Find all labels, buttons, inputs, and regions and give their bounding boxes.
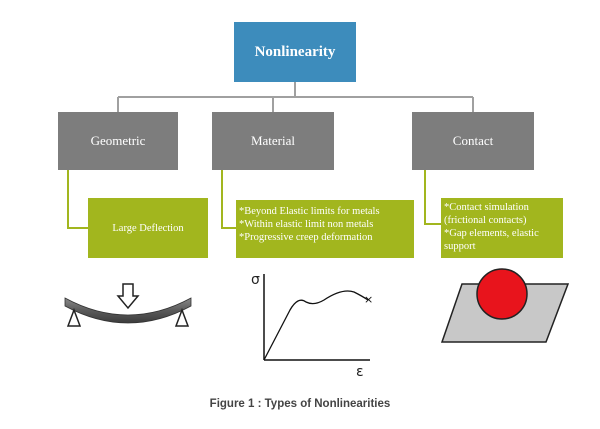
nonlinearity-label: Nonlinearity xyxy=(254,43,336,60)
deflected-beam xyxy=(64,297,192,324)
contact-detail-line-2: (frictional contacts) xyxy=(444,215,527,226)
contact-label: Contact xyxy=(452,133,494,148)
contact-detail-connector xyxy=(424,170,441,225)
contact-illustration xyxy=(440,268,570,343)
stress-strain-illustration: × xyxy=(263,274,373,361)
strain-axis-label: ε xyxy=(356,364,364,380)
material-detail-box: *Beyond Elastic limits for metals *Withi… xyxy=(236,200,414,258)
material-detail-line-3: *Progressive creep deformation xyxy=(239,232,373,243)
material-detail-line-2: *Within elastic limit non metals xyxy=(239,219,374,230)
material-detail-line-1: *Beyond Elastic limits for metals xyxy=(239,206,380,217)
material-detail-connector xyxy=(221,170,236,229)
geometric-detail-box: Large Deflection xyxy=(88,198,208,258)
geometric-detail-text: Large Deflection xyxy=(112,222,184,234)
right-support xyxy=(174,307,190,327)
load-arrow xyxy=(116,283,140,310)
left-support xyxy=(66,307,82,327)
stress-strain-curve xyxy=(263,290,369,361)
nonlinearity-box: Nonlinearity xyxy=(234,22,356,82)
geometric-detail-connector xyxy=(67,170,88,229)
beam-deflection-illustration xyxy=(64,283,192,327)
contact-detail-line-1: *Contact simulation xyxy=(444,202,529,213)
fracture-mark: × xyxy=(364,293,373,306)
geometric-label: Geometric xyxy=(90,133,146,148)
material-label: Material xyxy=(250,133,296,148)
contact-detail-box: *Contact simulation (frictional contacts… xyxy=(441,198,563,258)
stress-axis-label: σ xyxy=(251,272,260,288)
contact-detail-line-3: *Gap elements, elastic xyxy=(444,228,539,239)
figure-caption: Figure 1 : Types of Nonlinearities xyxy=(209,398,391,410)
contact-sphere xyxy=(476,268,528,320)
contact-detail-line-4: support xyxy=(444,241,476,252)
material-box: Material xyxy=(212,112,334,170)
contact-box: Contact xyxy=(412,112,534,170)
geometric-box: Geometric xyxy=(58,112,178,170)
